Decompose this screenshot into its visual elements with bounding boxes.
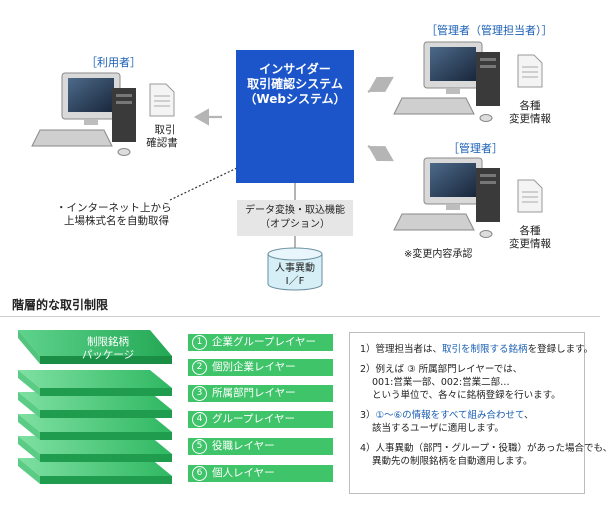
admin-staff-label: ［管理者（管理担当者）］ — [426, 24, 553, 37]
layer-label: 役職レイヤー — [212, 440, 275, 452]
layer-slab — [18, 392, 172, 418]
note-3-line2: 該当するユーザに適用します。 — [372, 423, 504, 434]
document-icon — [149, 83, 175, 117]
arrow-system-admin-staff — [367, 76, 394, 93]
system-title-line2: 取引確認システム — [247, 77, 343, 91]
layer-1: 1 企業グループレイヤー — [188, 334, 333, 351]
layer-number: 1 — [192, 335, 207, 350]
database-label: 人事異動 I／F — [275, 263, 315, 287]
layer-label: 個別企業レイヤー — [212, 361, 296, 373]
note-2-line1: 2）例えば ③ 所属部門レイヤーでは、 — [360, 364, 523, 375]
section-divider — [0, 316, 600, 317]
arrow-system-admin — [367, 145, 394, 162]
layer-4: 4 グループレイヤー — [188, 411, 333, 428]
user-label: ［利用者］ — [86, 56, 141, 69]
note-2-line3: という単位で、各々に銘柄登録を行います。 — [372, 390, 561, 401]
admin-computer-icon — [393, 157, 500, 238]
package-label: 制限銘柄 パッケージ — [81, 336, 135, 361]
layer-slab — [18, 370, 172, 396]
document-icon — [517, 179, 543, 213]
layer-number: 2 — [192, 360, 207, 375]
layer-number: 3 — [192, 386, 207, 401]
system-title-line1: インサイダー — [259, 62, 331, 76]
note-4-line1: 4）人事異動（部門・グループ・役職）があった場合でも、 — [360, 443, 612, 454]
admin-label: ［管理者］ — [448, 142, 503, 155]
layer-5: 5 役職レイヤー — [188, 438, 333, 455]
layer-2: 2 個別企業レイヤー — [188, 359, 333, 376]
layer-slab — [18, 458, 172, 484]
document-icon — [517, 54, 543, 88]
layer-3: 3 所属部門レイヤー — [188, 385, 333, 402]
admin-staff-computer-icon — [393, 41, 500, 122]
note-4-line2: 異動先の制限銘柄を自動適用します。 — [372, 456, 533, 467]
layer-number: 4 — [192, 412, 207, 427]
change-info-label: 各種 変更情報 — [509, 225, 551, 250]
data-conversion-box: データ変換・取込機能 （オプション） — [237, 200, 353, 236]
approval-note: ※変更内容承認 — [404, 249, 473, 260]
note-3-line1: 3）①～⑥の情報をすべて組み合わせて、 — [360, 410, 534, 421]
layer-label: グループレイヤー — [212, 413, 296, 425]
system-title-line3: （Webシステム） — [244, 92, 346, 106]
layer-slab — [18, 414, 172, 440]
layer-label: 所属部門レイヤー — [212, 387, 296, 399]
notes-box: 1）管理担当者は、取引を制限する銘柄を登録します。 2）例えば ③ 所属部門レイ… — [349, 332, 612, 494]
layer-slab — [18, 436, 172, 462]
database-icon — [267, 247, 323, 291]
layer-label: 個人レイヤー — [212, 467, 275, 479]
note-1: 1）管理担当者は、取引を制限する銘柄を登録します。 — [360, 344, 594, 355]
section-title: 階層的な取引制限 — [12, 298, 109, 312]
layer-slab-top — [18, 330, 172, 364]
layer-number: 5 — [192, 439, 207, 454]
layer-6: 6 個人レイヤー — [188, 465, 333, 482]
confirm-doc-label: 取引 確認書 — [146, 124, 178, 149]
layer-number: 6 — [192, 466, 207, 481]
note-2-line2: 001:営業一部、002:営業二部… — [372, 377, 510, 388]
internet-note: ・インターネット上から 上場株式名を自動取得 — [56, 202, 172, 227]
user-computer-icon — [31, 72, 136, 156]
layer-label: 企業グループレイヤー — [212, 336, 317, 348]
change-info-label: 各種 変更情報 — [509, 100, 551, 125]
system-box: インサイダー 取引確認システム （Webシステム） — [236, 50, 354, 183]
layer-stack-graphic — [18, 330, 172, 484]
